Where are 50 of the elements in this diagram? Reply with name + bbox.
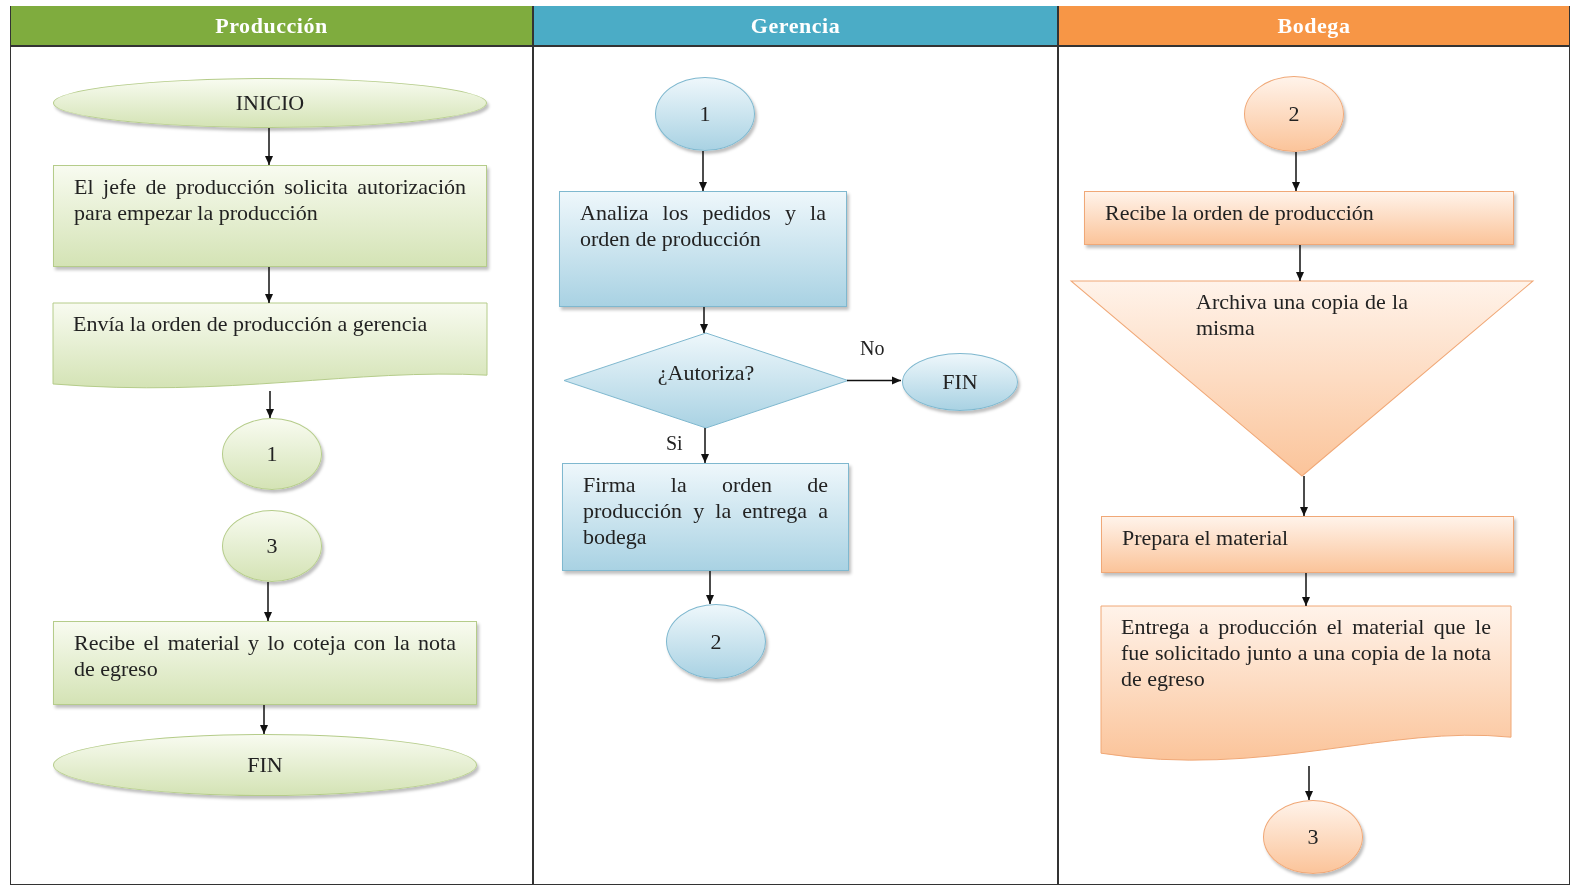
process-box bbox=[559, 191, 847, 307]
arrow bbox=[265, 127, 273, 166]
arrow bbox=[265, 266, 273, 304]
lane-header: Gerencia bbox=[534, 6, 1057, 47]
arrow bbox=[1305, 765, 1313, 801]
connector-number: 1 bbox=[699, 101, 711, 127]
step-text: Archiva una copia de la misma bbox=[1196, 289, 1408, 341]
arrow bbox=[700, 306, 708, 334]
terminator-label: INICIO bbox=[235, 90, 305, 116]
step-text: Entrega a producción el material que le fue solicitado junto a una copia de la nota de egreso bbox=[1121, 614, 1491, 692]
decision-diamond bbox=[564, 333, 848, 428]
arrow bbox=[706, 570, 714, 605]
arrow bbox=[1292, 151, 1300, 192]
process-box bbox=[562, 463, 849, 571]
arrow bbox=[1296, 244, 1304, 282]
step-text: Recibe el material y lo coteja con la nota de egreso bbox=[74, 630, 456, 682]
arrow bbox=[701, 427, 709, 464]
terminator-label: FIN bbox=[942, 369, 978, 395]
terminator-pill bbox=[902, 353, 1018, 411]
arrow bbox=[846, 376, 902, 385]
process-box bbox=[1084, 191, 1514, 245]
arrow bbox=[1300, 475, 1308, 517]
process-box bbox=[53, 165, 487, 267]
connector-number: 2 bbox=[710, 628, 722, 655]
step-text: Envía la orden de producción a gerencia bbox=[73, 311, 429, 337]
step-text: Analiza los pedidos y la orden de producción bbox=[580, 200, 826, 252]
process-box bbox=[53, 621, 477, 705]
question-text: ¿Autoriza? bbox=[657, 359, 755, 386]
connector-number: 3 bbox=[266, 533, 278, 559]
connector-number: 1 bbox=[266, 441, 278, 467]
lane-header: Producción bbox=[11, 6, 532, 47]
archive-triangle bbox=[1071, 281, 1533, 476]
document-shape bbox=[53, 303, 487, 391]
swimlane bbox=[533, 6, 1058, 885]
lane-header: Bodega bbox=[1059, 6, 1569, 47]
arrow bbox=[266, 390, 274, 419]
arrow bbox=[699, 150, 707, 192]
step-text: Recibe la orden de producción bbox=[1105, 200, 1375, 226]
connector-number: 2 bbox=[1288, 101, 1300, 127]
step-text: Prepara el material bbox=[1122, 525, 1290, 551]
step-text: Firma la orden de producción y la entrega a bodega bbox=[583, 472, 828, 550]
arrow bbox=[260, 704, 268, 735]
swimlane bbox=[1058, 6, 1570, 885]
process-box bbox=[1101, 516, 1514, 573]
connector-number: 3 bbox=[1307, 824, 1319, 850]
terminator-label: FIN bbox=[247, 752, 283, 778]
swimlane bbox=[10, 6, 533, 885]
arrow bbox=[264, 581, 272, 622]
arrow bbox=[1302, 572, 1310, 607]
step-text: El jefe de producción solicita autorización para empezar la producción bbox=[74, 174, 466, 226]
